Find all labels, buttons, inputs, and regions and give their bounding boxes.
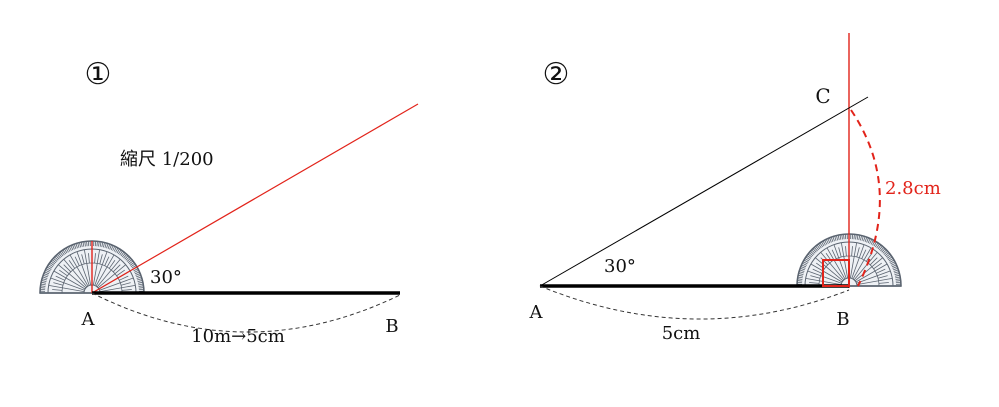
panel-1: ① 縮尺 1/200 30° A B 10m→5cm	[39, 57, 419, 347]
protractor-1	[39, 240, 145, 294]
scale-label: 縮尺 1/200	[120, 149, 214, 170]
angle-label-1: 30°	[150, 267, 182, 288]
point-c: C	[815, 84, 830, 108]
height-arc	[850, 109, 881, 287]
point-b-1: B	[385, 316, 398, 337]
point-a-2: A	[529, 302, 544, 323]
point-a-1: A	[81, 309, 96, 330]
panel-2: ② 30° C A B 5cm 2.8cm	[529, 33, 941, 344]
angle-label-2: 30°	[604, 256, 636, 277]
point-b-2: B	[836, 309, 849, 330]
panel-1-number: ①	[85, 57, 112, 92]
right-angle-mark	[822, 259, 850, 287]
distance-label-2: 5cm	[662, 323, 701, 344]
hypotenuse-ac	[539, 96, 869, 287]
ray-30-degrees	[91, 103, 419, 294]
distance-label-1: 10m→5cm	[191, 326, 285, 347]
distance-arc-1	[91, 292, 401, 333]
panel-2-number: ②	[543, 57, 570, 92]
height-label: 2.8cm	[885, 178, 941, 199]
distance-arc-2	[539, 285, 850, 320]
